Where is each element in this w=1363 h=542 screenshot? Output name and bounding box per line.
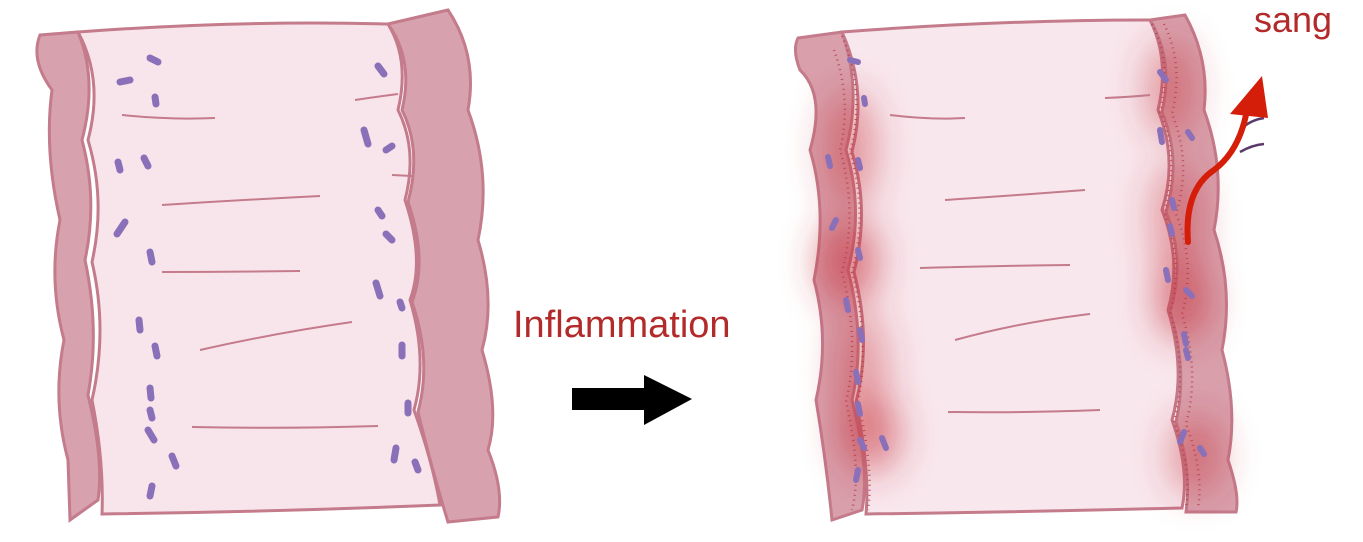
right-arrow-icon (572, 375, 694, 427)
process-label: Inflammation (513, 306, 731, 344)
outflow-label: sang (1254, 2, 1332, 38)
normal-vessel (37, 10, 500, 522)
left-vessel-left-wall (37, 32, 100, 520)
left-vessel-lumen (78, 23, 440, 514)
inflamed-vessel (795, 15, 1264, 520)
